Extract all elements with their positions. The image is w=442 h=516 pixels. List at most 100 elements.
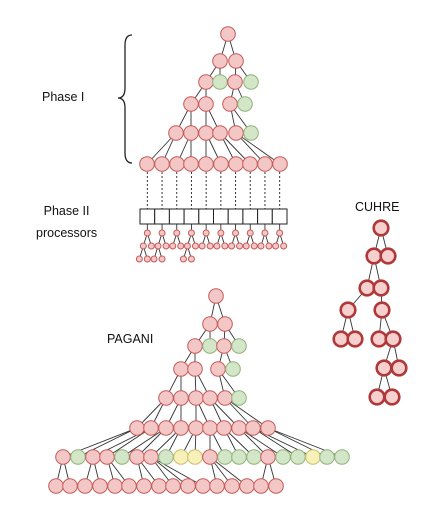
phase1-node bbox=[183, 96, 199, 112]
pagani-node bbox=[334, 449, 350, 465]
phase2-label-line1: Phase II bbox=[43, 204, 90, 218]
cuhre-node bbox=[390, 359, 408, 377]
phase1-node bbox=[212, 74, 228, 90]
pagani-node bbox=[187, 449, 203, 465]
cuhre-node bbox=[365, 247, 383, 265]
phase1-node bbox=[243, 74, 259, 90]
processor-subtree-node bbox=[221, 242, 229, 250]
pagani-node bbox=[319, 449, 335, 465]
processor-subtree-node bbox=[232, 229, 240, 237]
pagani-edge bbox=[150, 456, 204, 487]
processor-subtree-node bbox=[236, 242, 244, 250]
pagani-node bbox=[217, 390, 233, 406]
processor-subtree-node bbox=[158, 229, 166, 237]
pagani-node bbox=[290, 449, 306, 465]
pagani-node bbox=[210, 361, 226, 377]
processor-box bbox=[227, 208, 244, 225]
cuhre-node bbox=[372, 279, 390, 297]
pagani-node bbox=[129, 449, 145, 465]
pagani-node bbox=[195, 478, 211, 494]
pagani-node bbox=[260, 449, 276, 465]
pagani-node bbox=[209, 478, 225, 494]
pagani-node bbox=[77, 478, 93, 494]
pagani-node bbox=[188, 390, 204, 406]
processor-subtree-node bbox=[187, 229, 195, 237]
pagani-node bbox=[48, 478, 64, 494]
processor-subtree-node bbox=[280, 242, 288, 250]
pagani-node bbox=[180, 478, 196, 494]
pagani-node bbox=[208, 288, 224, 304]
processor-subtree-node bbox=[177, 242, 185, 250]
pagani-node bbox=[99, 449, 115, 465]
processor-subtree-node bbox=[202, 229, 210, 237]
processor-subtree-node bbox=[257, 242, 265, 250]
processor-box bbox=[183, 208, 200, 225]
phase1-node bbox=[183, 156, 199, 172]
cuhre-node bbox=[358, 279, 376, 297]
cuhre-node bbox=[375, 359, 393, 377]
processor-subtree-node bbox=[150, 255, 158, 263]
phase1-node bbox=[213, 156, 229, 172]
phase1-node bbox=[220, 26, 236, 42]
pagani-node bbox=[246, 449, 262, 465]
pagani-edge bbox=[106, 427, 152, 458]
phase2-label-line2: processors bbox=[36, 226, 98, 240]
pagani-node bbox=[216, 338, 232, 354]
phase1-node bbox=[228, 156, 244, 172]
phase1-node bbox=[228, 125, 244, 141]
cuhre-node bbox=[384, 330, 402, 348]
processor-box bbox=[213, 208, 229, 225]
pagani-node bbox=[173, 390, 189, 406]
processor-subtree-node bbox=[198, 242, 206, 250]
pagani-edge bbox=[121, 427, 167, 458]
processor-subtree-node bbox=[173, 229, 181, 237]
phase1-node bbox=[228, 53, 244, 69]
phase1-node bbox=[257, 156, 273, 172]
processor-subtree-node bbox=[206, 242, 214, 250]
cuhre-label: CUHRE bbox=[355, 200, 400, 214]
phase1-node bbox=[154, 156, 170, 172]
pagani-node bbox=[231, 338, 247, 354]
phase1-node bbox=[212, 53, 228, 69]
processor-subtree-node bbox=[147, 242, 155, 250]
phase2-label: Phase II processors bbox=[36, 200, 97, 244]
phase1-node bbox=[243, 125, 259, 141]
pagani-label: PAGANI bbox=[107, 332, 154, 346]
pagani-edge bbox=[238, 427, 284, 458]
phase1-brace bbox=[117, 34, 133, 164]
processor-subtree-node bbox=[261, 229, 269, 237]
pagani-edge bbox=[150, 456, 189, 487]
pagani-node bbox=[245, 420, 261, 436]
pagani-node bbox=[158, 449, 174, 465]
processor-subtree-node bbox=[228, 242, 236, 250]
processor-subtree-node bbox=[139, 242, 147, 250]
pagani-node bbox=[216, 420, 232, 436]
pagani-node bbox=[136, 478, 152, 494]
processor-box bbox=[242, 208, 259, 225]
pagani-node bbox=[173, 420, 189, 436]
pagani-node bbox=[151, 478, 167, 494]
processor-subtree-node bbox=[162, 242, 170, 250]
pagani-node bbox=[202, 420, 218, 436]
pagani-node bbox=[202, 449, 218, 465]
processor-subtree-node bbox=[246, 229, 254, 237]
phase1-node bbox=[242, 156, 258, 172]
processor-subtree-node bbox=[276, 229, 284, 237]
processor-box bbox=[139, 208, 156, 225]
pagani-node bbox=[231, 420, 247, 436]
processor-box bbox=[168, 208, 185, 225]
cuhre-node bbox=[368, 388, 386, 406]
cuhre-node bbox=[383, 388, 401, 406]
pagani-edge bbox=[209, 456, 248, 487]
phase1-node bbox=[139, 156, 155, 172]
pagani-node bbox=[268, 478, 284, 494]
pagani-node bbox=[143, 449, 159, 465]
phase1-node bbox=[227, 74, 243, 90]
cuhre-node bbox=[372, 219, 390, 237]
processor-subtree-node bbox=[135, 255, 143, 263]
pagani-node bbox=[239, 478, 255, 494]
processor-subtree-node bbox=[242, 242, 250, 250]
cuhre-node bbox=[346, 330, 364, 348]
pagani-node bbox=[253, 478, 269, 494]
